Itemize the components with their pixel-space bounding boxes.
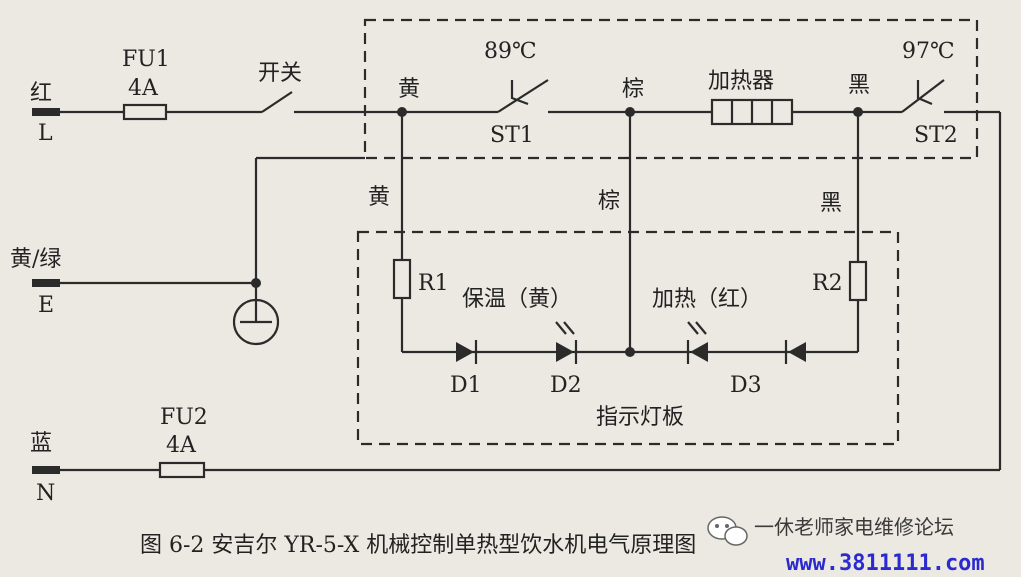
terminal-N	[32, 466, 60, 474]
diode-d1	[456, 340, 478, 364]
label-black-top: 黑	[848, 73, 870, 98]
label-keep-warm: 保温（黄）	[462, 287, 572, 312]
label-fu1: FU1	[122, 47, 170, 72]
label-fu2: FU2	[160, 405, 208, 430]
fuse-fu1	[122, 103, 168, 121]
terminal-L	[32, 108, 60, 116]
label-d3: D3	[730, 373, 762, 398]
label-brown-top: 棕	[622, 77, 644, 102]
label-L: L	[38, 121, 53, 146]
watermark-text: 一休老师家电维修论坛	[754, 515, 954, 539]
label-r2: R2	[812, 271, 843, 296]
label-black-mid: 黑	[820, 191, 842, 216]
switch-blade	[261, 91, 293, 113]
resistor-r1	[392, 258, 412, 300]
label-fu1-rating: 4A	[128, 76, 159, 101]
label-indicator-board: 指示灯板	[596, 405, 684, 430]
label-t1: 89℃	[484, 39, 537, 64]
label-r1: R1	[418, 271, 449, 296]
label-N: N	[36, 481, 55, 506]
figure-caption: 图 6-2 安吉尔 YR-5-X 机械控制单热型饮水机电气原理图	[140, 533, 696, 558]
label-switch: 开关	[258, 61, 302, 86]
wechat-icon	[707, 516, 748, 546]
label-t2: 97℃	[902, 39, 955, 64]
resistor-r2	[848, 260, 868, 302]
label-E: E	[38, 293, 54, 318]
led-d3	[686, 321, 708, 364]
diode-d4	[784, 340, 806, 364]
label-d2: D2	[550, 373, 582, 398]
label-yellow-green: 黄/绿	[10, 247, 61, 272]
label-st1: ST1	[490, 123, 534, 148]
label-heating: 加热（红）	[652, 287, 762, 312]
label-yellow-top: 黄	[398, 77, 420, 102]
fuse-fu2	[158, 461, 206, 479]
label-heater: 加热器	[708, 69, 774, 94]
label-brown-mid: 棕	[598, 189, 620, 214]
label-st2: ST2	[914, 123, 958, 148]
label-red: 红	[30, 81, 52, 106]
label-fu2-rating: 4A	[166, 433, 197, 458]
ground-icon	[232, 298, 280, 346]
led-d2	[555, 321, 578, 364]
label-blue: 蓝	[30, 431, 52, 456]
indicator-board-box	[356, 230, 900, 446]
thermostat-st1	[497, 79, 549, 113]
thermostat-heater-box	[363, 18, 979, 160]
label-yellow-mid: 黄	[368, 185, 390, 210]
terminal-E	[32, 279, 60, 287]
watermark-url: www.3811111.com	[786, 551, 985, 576]
thermostat-st2	[901, 79, 945, 113]
label-d1: D1	[450, 373, 482, 398]
